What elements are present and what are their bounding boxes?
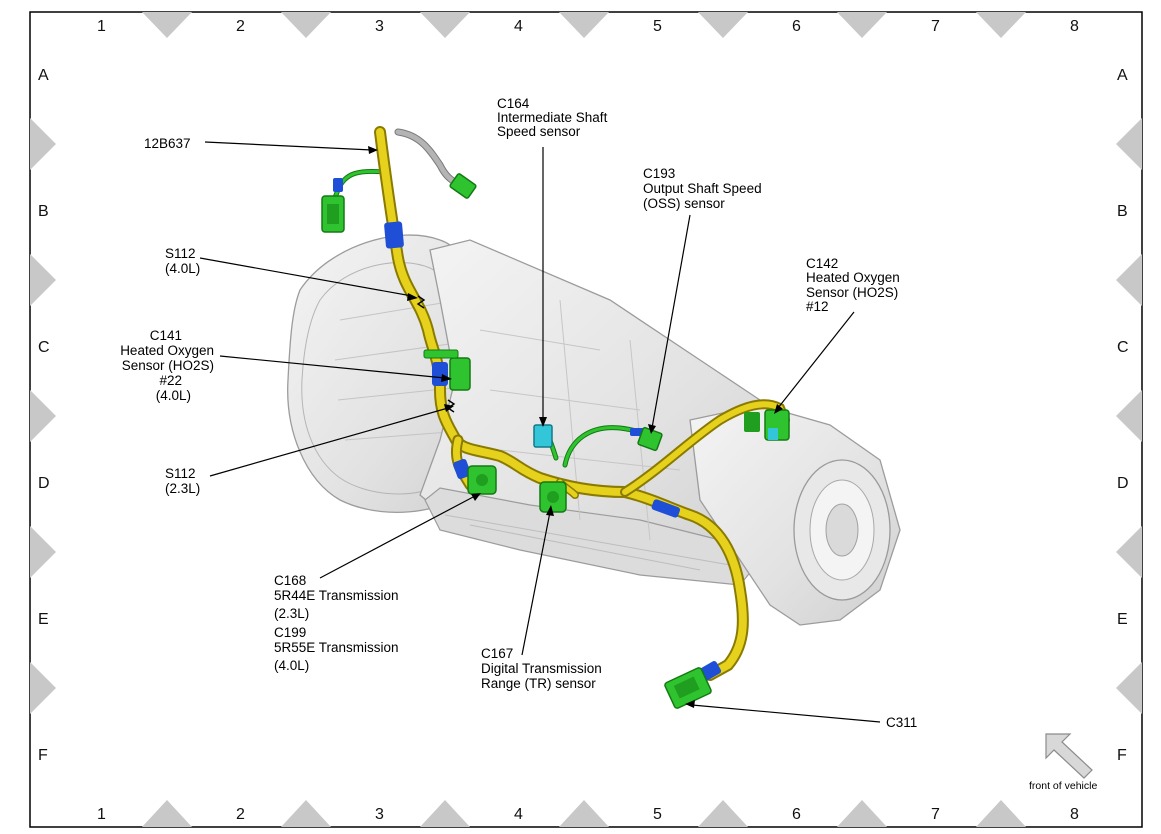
front-of-vehicle-indicator: front of vehicle [1029, 733, 1097, 792]
col-4-bottom: 4 [514, 806, 523, 823]
label-c167-line-2: Digital Transmission [481, 661, 602, 676]
label-c141-line-1: C141 [150, 328, 182, 343]
col-6-top: 6 [792, 18, 801, 35]
front-of-vehicle-label: front of vehicle [1029, 780, 1097, 792]
label-c141-line-3: Sensor (HO2S) [122, 358, 214, 373]
label-c311-line-1: C311 [886, 715, 917, 730]
col-8-bottom: 8 [1070, 806, 1079, 823]
row-letters-left: A B C D E F [38, 67, 50, 764]
row-e-left: E [38, 611, 49, 628]
label-c199-line-2: 5R55E Transmission [274, 640, 399, 655]
col-7-bottom: 7 [931, 806, 940, 823]
col-6-bottom: 6 [792, 806, 801, 823]
col-1-top: 1 [97, 18, 106, 35]
label-c142-line-1: C142 [806, 256, 838, 271]
arrow-up-left-icon [1045, 733, 1093, 779]
label-s112-23l: S112 (2.3L) [165, 466, 200, 496]
bottom-grid-markers [142, 800, 1026, 827]
label-c141-line-4: #22 [159, 373, 182, 388]
label-c141-line-5: (4.0L) [156, 388, 191, 403]
wiring-harness [331, 126, 790, 681]
label-c199-line-1: C199 [274, 625, 306, 640]
label-12b637-line-1: 12B637 [144, 136, 191, 151]
row-b-left: B [38, 203, 49, 220]
right-grid-markers [1116, 118, 1142, 714]
label-c168-c199: C168 5R44E Transmission (2.3L) C199 5R55… [274, 573, 399, 673]
label-c193: C193 Output Shaft Speed (OSS) sensor [643, 166, 762, 211]
label-c311: C311 [886, 715, 917, 730]
label-c193-line-2: Output Shaft Speed [643, 181, 762, 196]
label-s112-23l-line-1: S112 [165, 466, 196, 481]
label-c164: C164 Intermediate Shaft Speed sensor [497, 96, 608, 139]
tape-segment [432, 362, 448, 386]
label-c141-line-2: Heated Oxygen [120, 343, 214, 358]
tape-segment [333, 178, 343, 192]
col-4-top: 4 [514, 18, 523, 35]
label-c193-line-3: (OSS) sensor [643, 196, 725, 211]
column-numbers-bottom: 1 2 3 4 5 6 7 8 [97, 806, 1079, 823]
tape-segment [651, 499, 681, 518]
col-3-bottom: 3 [375, 806, 384, 823]
col-2-bottom: 2 [236, 806, 245, 823]
label-s112-40l-line-1: S112 [165, 246, 196, 261]
label-c167-line-1: C167 [481, 646, 513, 661]
connector-gray-lead [449, 173, 477, 199]
col-7-top: 7 [931, 18, 940, 35]
col-2-top: 2 [236, 18, 245, 35]
label-s112-23l-line-2: (2.3L) [165, 481, 200, 496]
left-grid-markers [30, 118, 56, 714]
row-e-right: E [1117, 611, 1128, 628]
leader-lines [199, 141, 881, 723]
col-5-bottom: 5 [653, 806, 662, 823]
row-a-left: A [38, 67, 49, 84]
label-s112-40l: S112 (4.0L) [165, 246, 200, 276]
splice-s112-40 [416, 295, 426, 309]
col-3-top: 3 [375, 18, 384, 35]
label-c199-line-3: (4.0L) [274, 658, 309, 673]
connectors [321, 173, 790, 709]
row-letters-right: A B C D E F [1117, 67, 1129, 764]
label-c164-line-1: C164 [497, 96, 530, 111]
label-c142: C142 Heated Oxygen Sensor (HO2S) #12 [806, 256, 900, 314]
label-c142-line-4: #12 [806, 299, 829, 314]
label-c142-line-3: Sensor (HO2S) [806, 285, 898, 300]
label-c193-line-1: C193 [643, 166, 675, 181]
row-c-left: C [38, 339, 50, 356]
row-a-right: A [1117, 67, 1128, 84]
connector-c141 [449, 357, 471, 391]
label-s112-40l-line-2: (4.0L) [165, 261, 200, 276]
label-c168-line-3: (2.3L) [274, 606, 309, 621]
connector-c164 [533, 424, 553, 448]
row-d-left: D [38, 475, 50, 492]
top-grid-markers [142, 12, 1026, 38]
row-f-left: F [38, 747, 48, 764]
row-b-right: B [1117, 203, 1128, 220]
label-c164-line-3: Speed sensor [497, 124, 581, 139]
label-c142-line-2: Heated Oxygen [806, 270, 900, 285]
row-f-right: F [1117, 747, 1127, 764]
col-5-top: 5 [653, 18, 662, 35]
label-c168-line-1: C168 [274, 573, 306, 588]
label-c167-line-3: Range (TR) sensor [481, 676, 596, 691]
tape-segment [453, 458, 471, 480]
tape-segment [384, 221, 404, 249]
label-c164-line-2: Intermediate Shaft [497, 110, 608, 125]
label-c168-line-2: 5R44E Transmission [274, 588, 399, 603]
label-c141: C141 Heated Oxygen Sensor (HO2S) #22 (4.… [120, 328, 214, 403]
column-numbers-top: 1 2 3 4 5 6 7 8 [97, 18, 1079, 35]
row-d-right: D [1117, 475, 1129, 492]
row-c-right: C [1117, 339, 1129, 356]
label-12b637: 12B637 [144, 136, 191, 151]
label-c167: C167 Digital Transmission Range (TR) sen… [481, 646, 602, 691]
col-1-bottom: 1 [97, 806, 106, 823]
col-8-top: 8 [1070, 18, 1079, 35]
